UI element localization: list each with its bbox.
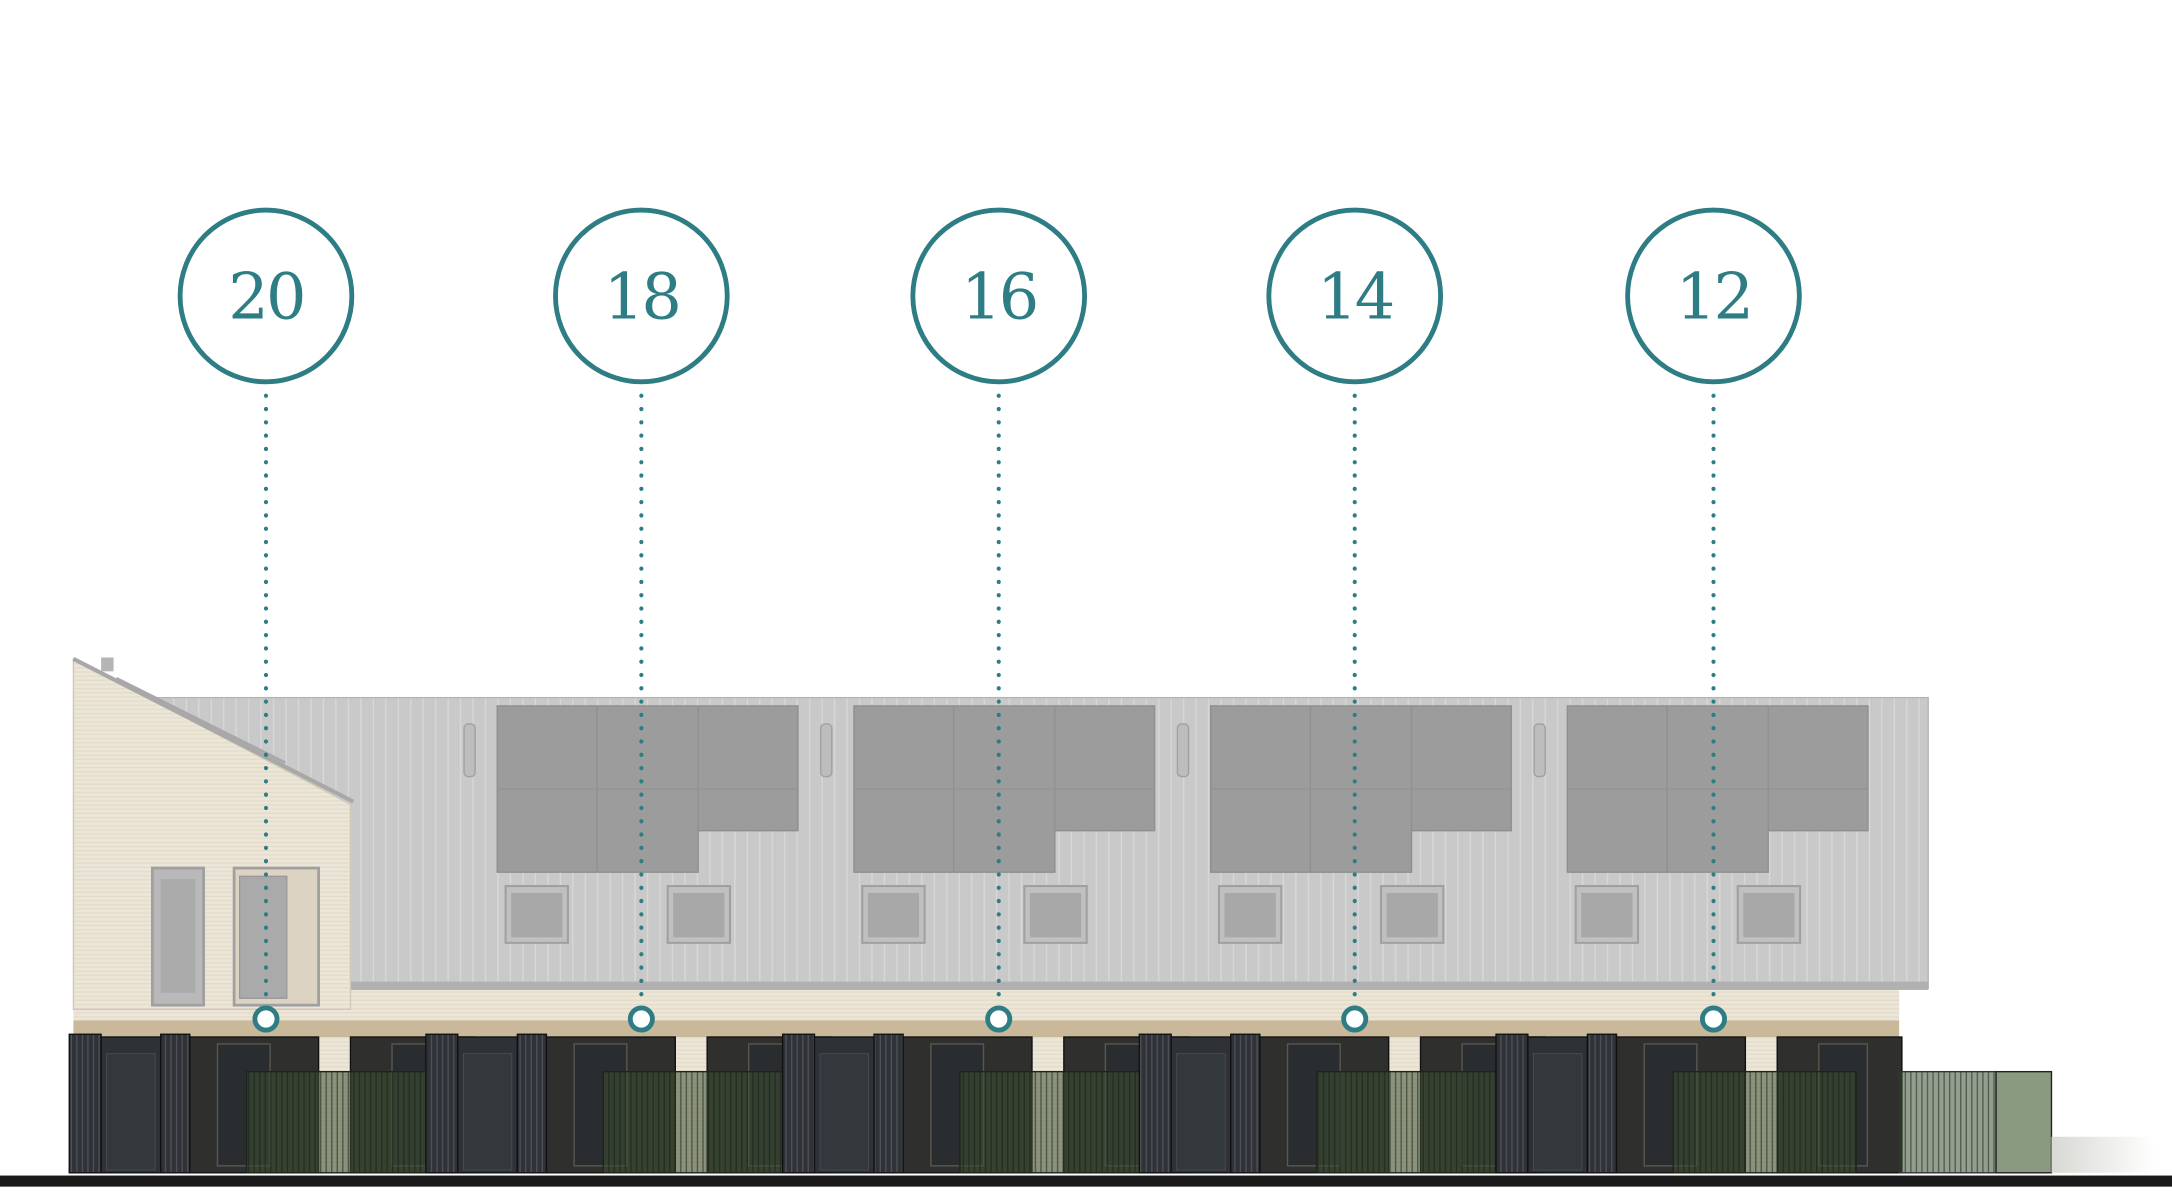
cladding-pillar	[1495, 1033, 1529, 1174]
door-panel	[1533, 1053, 1583, 1171]
garden-fence	[245, 1070, 431, 1174]
number-circle[interactable]	[1625, 207, 1802, 385]
roof-window-pane	[1029, 892, 1082, 938]
number-circle[interactable]	[1266, 207, 1444, 385]
cladding-pillar	[159, 1033, 191, 1174]
garden-fence	[1672, 1070, 1857, 1174]
house-number-marker[interactable]: 18	[553, 207, 730, 1033]
side-gate	[1995, 1070, 2053, 1174]
gutter	[350, 981, 1929, 990]
cladding-pillar	[516, 1033, 548, 1174]
facade-band	[73, 1020, 1900, 1038]
door-panel	[462, 1053, 513, 1171]
house-number-label: 12	[1676, 260, 1752, 334]
roof-rail	[115, 677, 286, 765]
number-circle[interactable]	[177, 207, 355, 385]
house-unit	[781, 705, 1512, 1174]
roof-window-pane	[1581, 892, 1633, 938]
door-panel	[106, 1053, 156, 1171]
garden-fence	[959, 1070, 1144, 1174]
house-unit	[1138, 705, 1869, 1174]
garden-fence	[602, 1070, 787, 1174]
ground-line	[0, 1175, 2172, 1187]
house-unit	[68, 705, 799, 1174]
ground-fade	[2051, 1136, 2156, 1173]
number-circle[interactable]	[553, 207, 730, 385]
roof-vent	[820, 723, 833, 778]
roof-window-pane	[1224, 892, 1276, 938]
gable-window-inner	[160, 879, 196, 993]
side-fence	[1898, 1070, 1997, 1174]
cladding-pillar	[425, 1033, 459, 1174]
roof-vent	[463, 723, 476, 778]
house-number-label: 18	[604, 260, 680, 334]
roof-vent	[1533, 723, 1546, 778]
roof-window-pane	[673, 892, 725, 938]
house-number-label: 16	[961, 260, 1037, 334]
door-panel	[1176, 1053, 1226, 1171]
garden-fence	[1315, 1070, 1501, 1174]
house-number-marker[interactable]: 14	[1266, 207, 1444, 1033]
location-pin-dot[interactable]	[985, 1005, 1013, 1033]
house-number-label: 14	[1317, 260, 1393, 334]
house-number-marker[interactable]: 12	[1625, 207, 1802, 1033]
cladding-pillar	[1586, 1033, 1618, 1174]
gable-window-inner	[238, 875, 288, 999]
location-pin-dot[interactable]	[252, 1005, 280, 1033]
house-number-marker[interactable]: 20	[177, 207, 355, 1033]
house-number-label: 20	[228, 260, 304, 334]
gable-edge	[72, 657, 355, 804]
cladding-pillar	[781, 1033, 816, 1174]
door-panel	[819, 1053, 869, 1171]
cladding-pillar	[68, 1033, 102, 1174]
house-unit	[1495, 1033, 1903, 1174]
roof-window-pane	[1743, 892, 1795, 938]
number-circle[interactable]	[910, 207, 1088, 385]
house-number-marker[interactable]: 16	[910, 207, 1088, 1033]
cladding-pillar	[873, 1033, 904, 1174]
roof-vent	[1176, 723, 1190, 778]
roof-window-pane	[867, 892, 920, 938]
location-pin-dot[interactable]	[627, 1005, 655, 1033]
location-pin-dot[interactable]	[1341, 1005, 1369, 1033]
roof-window-pane	[1386, 892, 1438, 938]
roof-window-pane	[511, 892, 563, 938]
chimney-vent	[101, 657, 114, 672]
location-pin-dot[interactable]	[1699, 1005, 1728, 1033]
cladding-pillar	[1230, 1033, 1261, 1174]
cladding-pillar	[1138, 1033, 1172, 1174]
